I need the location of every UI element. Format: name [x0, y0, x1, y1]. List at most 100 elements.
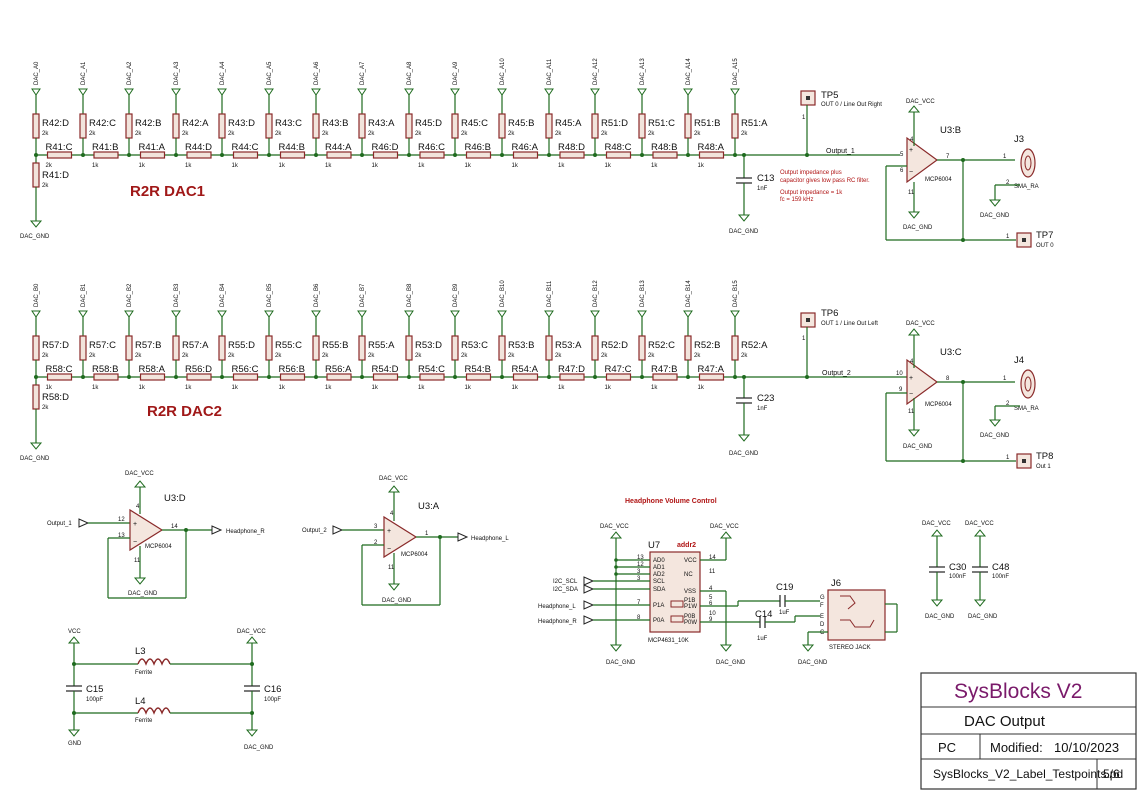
dac2-hres-ref-3: R56:D: [185, 364, 212, 375]
dac1-gnd-label: DAC_GND: [20, 234, 50, 240]
u7-pinnum-left-6: 8: [637, 615, 641, 621]
u7-pin-vcc: VCC: [684, 558, 697, 564]
dac2-vres-7: [358, 335, 366, 361]
dac1-vres-ref-14: R51:B: [694, 118, 720, 129]
dac2-vres-5: [265, 335, 273, 361]
dac2-vres-val-6: 2k: [322, 353, 329, 359]
dac2-vres-ref-13: R52:C: [648, 340, 675, 351]
dac1-hres-9: [465, 151, 492, 159]
dac-vcc-label: DAC_VCC: [237, 629, 266, 635]
c19-ref: C19: [776, 582, 793, 593]
svg-text:1: 1: [802, 336, 806, 342]
dac1-vres-15: [731, 113, 739, 139]
c30-vcc-label: DAC_VCC: [922, 521, 951, 527]
dac1-vres-13: [638, 113, 646, 139]
dac2-hres-val-2: 1k: [139, 385, 146, 391]
dac1-hres-val-0: 2k: [46, 163, 53, 169]
power-filter: VCC GND C15 100pF L3 Ferrite L4 Ferrite …: [66, 629, 281, 751]
svg-text:11: 11: [908, 409, 915, 415]
dac2-term-ref: R58:D: [42, 392, 69, 403]
svg-text:+: +: [909, 375, 913, 382]
c13-ref: C13: [757, 173, 774, 184]
dac2-vres-val-14: 2k: [694, 353, 701, 359]
j3-part: SMA_RA: [1014, 184, 1039, 190]
dac2-net-9: DAC_B9: [453, 283, 459, 307]
title-project: SysBlocks V2: [954, 680, 1082, 703]
dac1-vres-val-7: 2k: [368, 131, 375, 137]
c14-ref: C14: [755, 609, 772, 620]
u7-pinnum-left-1: 12: [637, 562, 644, 568]
dac1-vres-ref-1: R42:C: [89, 118, 116, 129]
dac2-hres-ref-7: R54:D: [372, 364, 399, 375]
dac2-hres-10: [512, 373, 539, 381]
c15-value: 100pF: [86, 697, 103, 703]
dac1-hres-6: [326, 151, 352, 159]
u7-vcc-right: DAC_VCC: [710, 524, 739, 530]
dac1-hres-ref-8: R46:C: [418, 142, 445, 153]
c14-value: 1uF: [757, 636, 768, 642]
dac1-vres-val-13: 2k: [648, 131, 655, 137]
i2c-scl-net: I2C_SCL: [553, 579, 578, 585]
dac2-hres-val-3: 1k: [185, 385, 192, 391]
u7-pin-ad0: AD0: [653, 558, 665, 564]
u3a-ref: U3:A: [418, 501, 440, 512]
tp5-ref: TP5: [821, 90, 838, 101]
u3a-part: MCP6004: [401, 552, 428, 558]
dac2-hres-ref-1: R58:B: [92, 364, 118, 375]
dac1-vres-val-10: 2k: [508, 131, 515, 137]
svg-text:4: 4: [390, 511, 394, 517]
dac2-vres-val-15: 2k: [741, 353, 748, 359]
dac1-title: R2R DAC1: [130, 183, 205, 200]
dac1-hres-val-3: 1k: [185, 163, 192, 169]
l3-inductor: [137, 658, 171, 666]
dac1-vres-val-1: 2k: [89, 131, 96, 137]
dac1-hres-ref-12: R48:C: [605, 142, 632, 153]
dac2-net-4: DAC_B4: [220, 283, 226, 307]
u3b-vcc-label: DAC_VCC: [906, 99, 935, 105]
l4-inductor: [137, 707, 171, 715]
dac1-hres-2: [139, 151, 166, 159]
dac2-hres-ref-13: R47:B: [651, 364, 677, 375]
svg-text:7: 7: [946, 154, 950, 160]
dac2-hres-val-7: 1k: [372, 385, 379, 391]
dac1-vres-ref-8: R45:D: [415, 118, 442, 129]
u3a-buffer: Output_2 + − Headphone_L DAC_VCC DAC_GND…: [302, 476, 509, 606]
dac2-hres-8: [419, 373, 445, 381]
dac1-hres-val-11: 1k: [558, 163, 565, 169]
dac2-hres-6: [326, 373, 352, 381]
dac1-net-arrow-13: [637, 88, 647, 96]
dac2-net-label: Output_2: [822, 370, 851, 377]
dac1-net-1: DAC_A1: [81, 61, 87, 85]
svg-text:6: 6: [900, 168, 904, 174]
c16-ref: C16: [264, 684, 281, 695]
u7-pot0-symbol: [670, 615, 684, 623]
u3c-gnd-label: DAC_GND: [903, 444, 933, 450]
dac2-net-arrow-4: [217, 310, 227, 318]
dac1-hres-val-14: 1k: [698, 163, 705, 169]
u3b-part: MCP6004: [925, 177, 952, 183]
dac2-net-10: DAC_B10: [500, 280, 506, 307]
dac2-output-stage: Output_2 C23 1nF DAC_GND TP6 OUT 1 / Lin…: [729, 308, 1053, 470]
dac2-vres-8: [405, 335, 413, 361]
dac1-vres-val-4: 2k: [228, 131, 235, 137]
dac1-vres-val-6: 2k: [322, 131, 329, 137]
c23-ref: C23: [757, 393, 774, 404]
dac2-vres-ref-15: R52:A: [741, 340, 768, 351]
dac1-vres-ref-5: R43:C: [275, 118, 302, 129]
u3d-ref: U3:D: [164, 493, 186, 504]
u7-part: MCP4631_10K: [648, 638, 689, 644]
dac2-hres-val-12: 1k: [605, 385, 612, 391]
dac1-vres-ref-9: R45:C: [461, 118, 488, 129]
u7-digipot: [649, 551, 701, 633]
r2r-dac1-ladder: DAC_A0R42:D2kR41:C2kDAC_A1R42:C2kR41:B1k…: [20, 58, 768, 240]
dac2-vres-ref-6: R55:B: [322, 340, 348, 351]
j6-ref: J6: [831, 578, 841, 589]
dac2-net-arrow-10: [497, 310, 507, 318]
dac2-vres-ref-2: R57:B: [135, 340, 161, 351]
dac2-net-6: DAC_B6: [314, 283, 320, 307]
dac1-net-arrow-7: [357, 88, 367, 96]
tp8-desc: Out 1: [1036, 464, 1051, 470]
u3d-part: MCP6004: [145, 544, 172, 550]
dac2-hres-val-14: 1k: [698, 385, 705, 391]
dac2-vres-ref-14: R52:B: [694, 340, 720, 351]
